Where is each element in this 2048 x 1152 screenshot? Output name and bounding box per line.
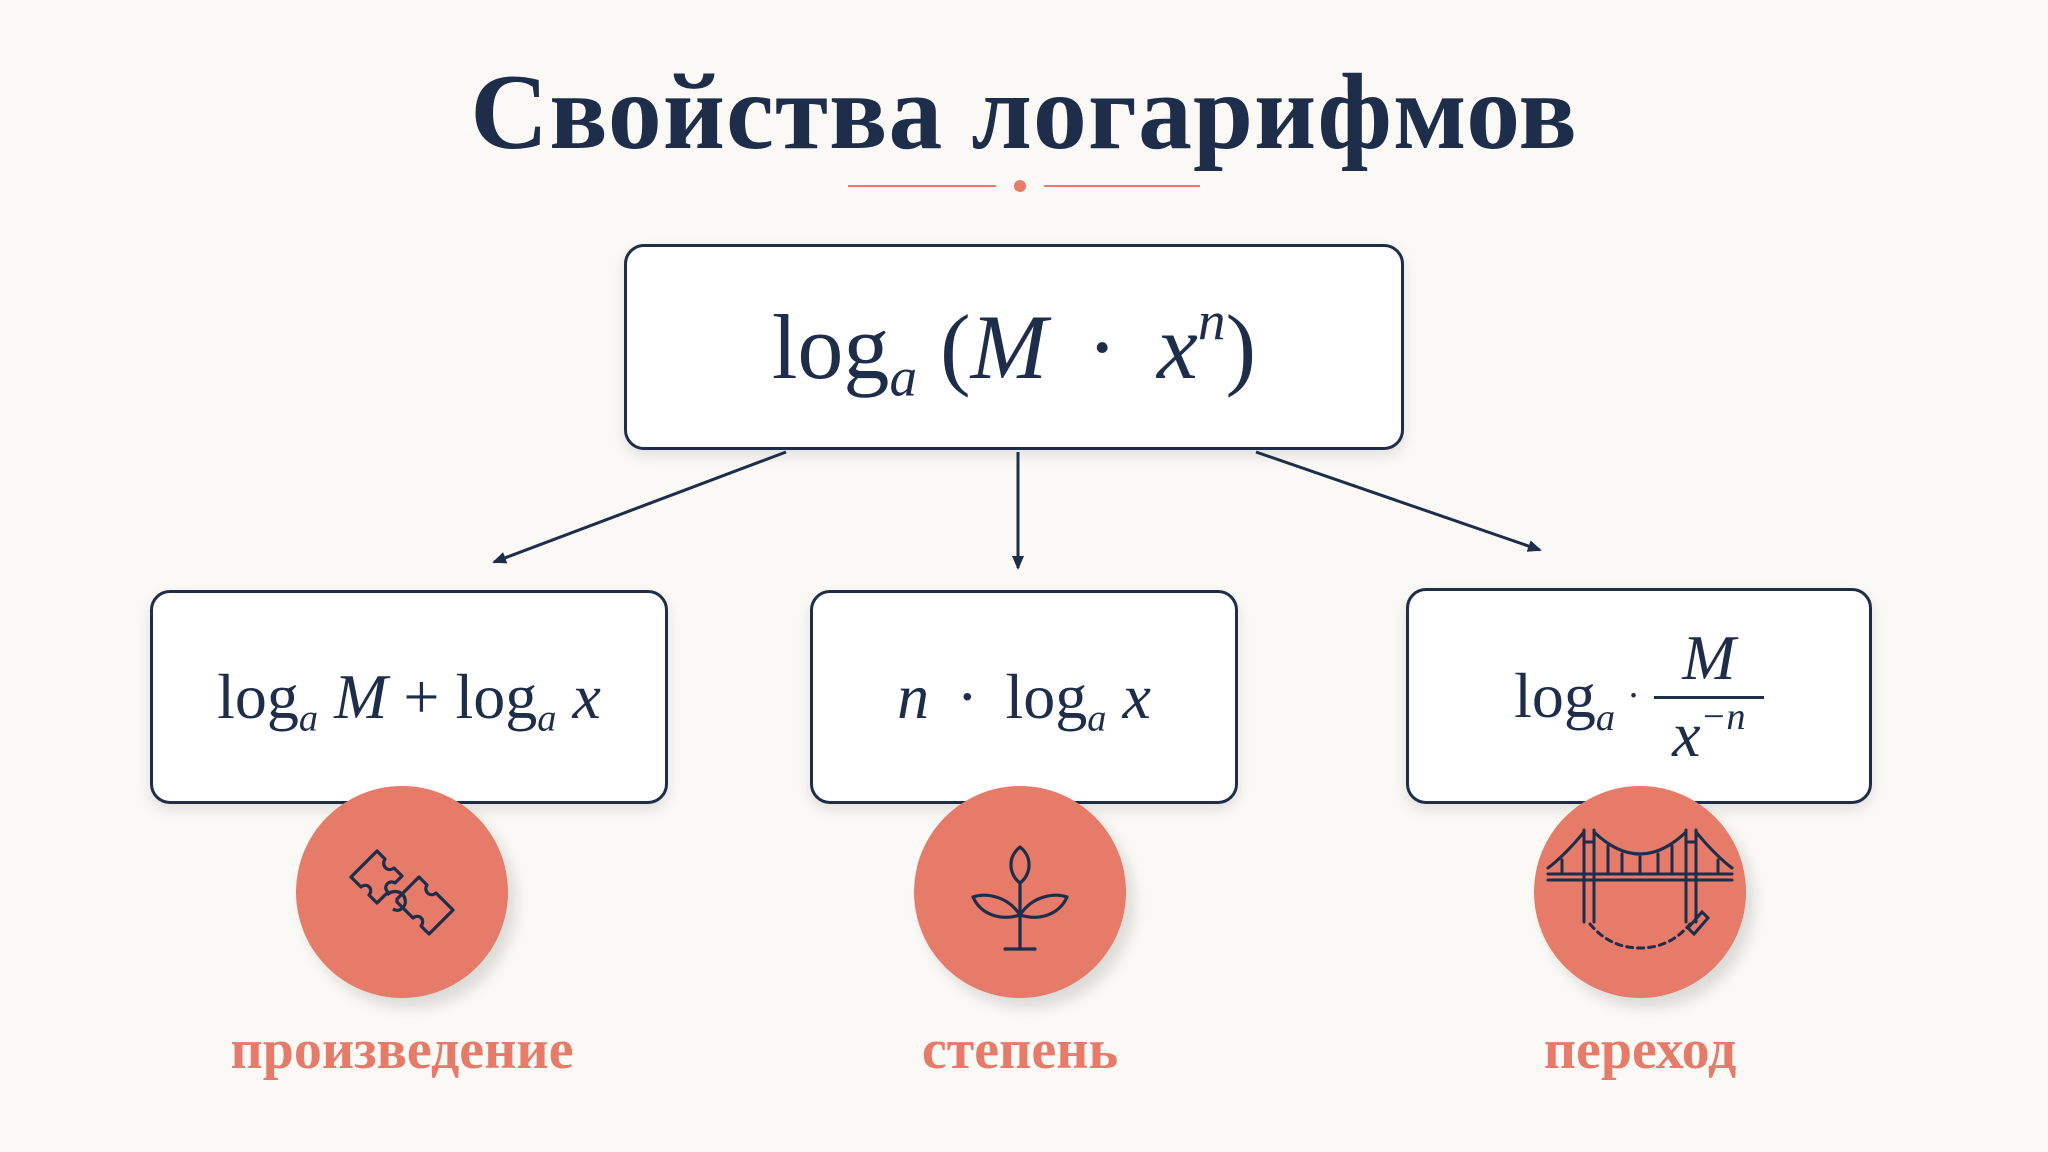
product-formula-box: loga M + loga x — [150, 590, 668, 804]
power-formula-box: n · loga x — [810, 590, 1238, 804]
puzzle-icon — [349, 849, 455, 936]
fraction: M x−n — [1653, 625, 1764, 767]
puzzle-icon-circle — [296, 786, 508, 998]
fraction-bar — [1653, 695, 1764, 699]
product-formula: loga M + loga x — [217, 661, 601, 740]
label-product: произведение — [230, 1019, 574, 1081]
main-formula: loga (M · xn) — [771, 290, 1257, 408]
main-formula-box: loga (M · xn) — [624, 244, 1404, 450]
sprout-icon — [971, 845, 1069, 951]
arrow-left — [492, 450, 787, 564]
bridge-icon-circle — [1534, 786, 1746, 998]
arrow-right — [1255, 450, 1542, 552]
label-power: степень — [921, 1019, 1119, 1081]
title-divider — [848, 180, 1200, 192]
bridge-icon — [1546, 828, 1734, 950]
sprout-icon-circle — [914, 786, 1126, 998]
page-title: Свойства логарифмов — [470, 53, 1578, 172]
power-formula: n · loga x — [897, 661, 1151, 740]
label-transition: переход — [1543, 1019, 1737, 1081]
